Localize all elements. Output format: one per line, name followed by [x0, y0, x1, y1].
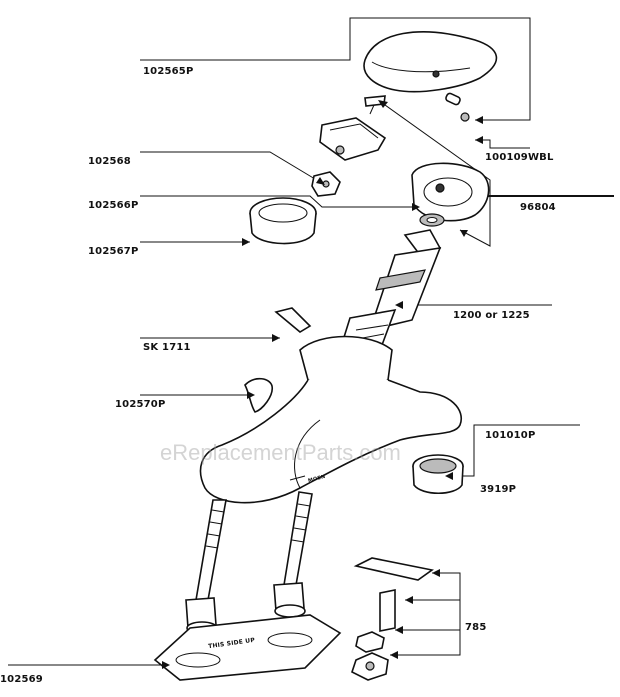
faucet-body-part	[199, 335, 462, 504]
arrowheads	[162, 100, 483, 669]
label-102568: 102568	[88, 156, 131, 167]
set-screw-part	[445, 92, 470, 122]
label-1200-or-1225: 1200 or 1225	[453, 310, 530, 321]
watermark: eReplacementParts.com	[160, 440, 401, 465]
label-sk1711: SK 1711	[143, 342, 191, 353]
leader-785	[390, 572, 461, 656]
leader-102565p	[140, 17, 531, 121]
small-adapter-part	[311, 171, 341, 197]
leader-96804	[377, 99, 491, 247]
adapter-part	[319, 117, 387, 161]
washer-part	[419, 213, 445, 227]
retainer-ring-part	[411, 162, 490, 222]
leader-lines	[8, 17, 614, 666]
label-102567p: 102567P	[88, 246, 139, 257]
aerator-part	[412, 454, 464, 495]
mounting-kit-parts	[351, 557, 434, 681]
supply-shank-right	[273, 491, 313, 618]
label-96804: 96804	[520, 202, 556, 213]
label-102569: 102569	[0, 674, 43, 685]
label-100109wbl: 100109WBL	[485, 152, 554, 163]
label-102570p: 102570P	[115, 399, 166, 410]
leader-102566p	[140, 195, 420, 208]
label-102565p: 102565P	[143, 66, 194, 77]
label-102566p: 102566P	[88, 200, 139, 211]
label-785: 785	[465, 622, 487, 633]
clip-part	[274, 307, 312, 333]
label-3919p: 3919P	[480, 484, 517, 495]
handle-cap-part	[363, 31, 498, 93]
escutcheon-ring-part	[249, 197, 317, 245]
label-101010p: 101010P	[485, 430, 536, 441]
cartridge-part	[338, 229, 442, 351]
mounting-plate-part	[153, 614, 342, 681]
supply-shank-left	[185, 499, 227, 635]
leader-100109wbl	[475, 139, 530, 149]
leader-102568	[140, 151, 326, 186]
